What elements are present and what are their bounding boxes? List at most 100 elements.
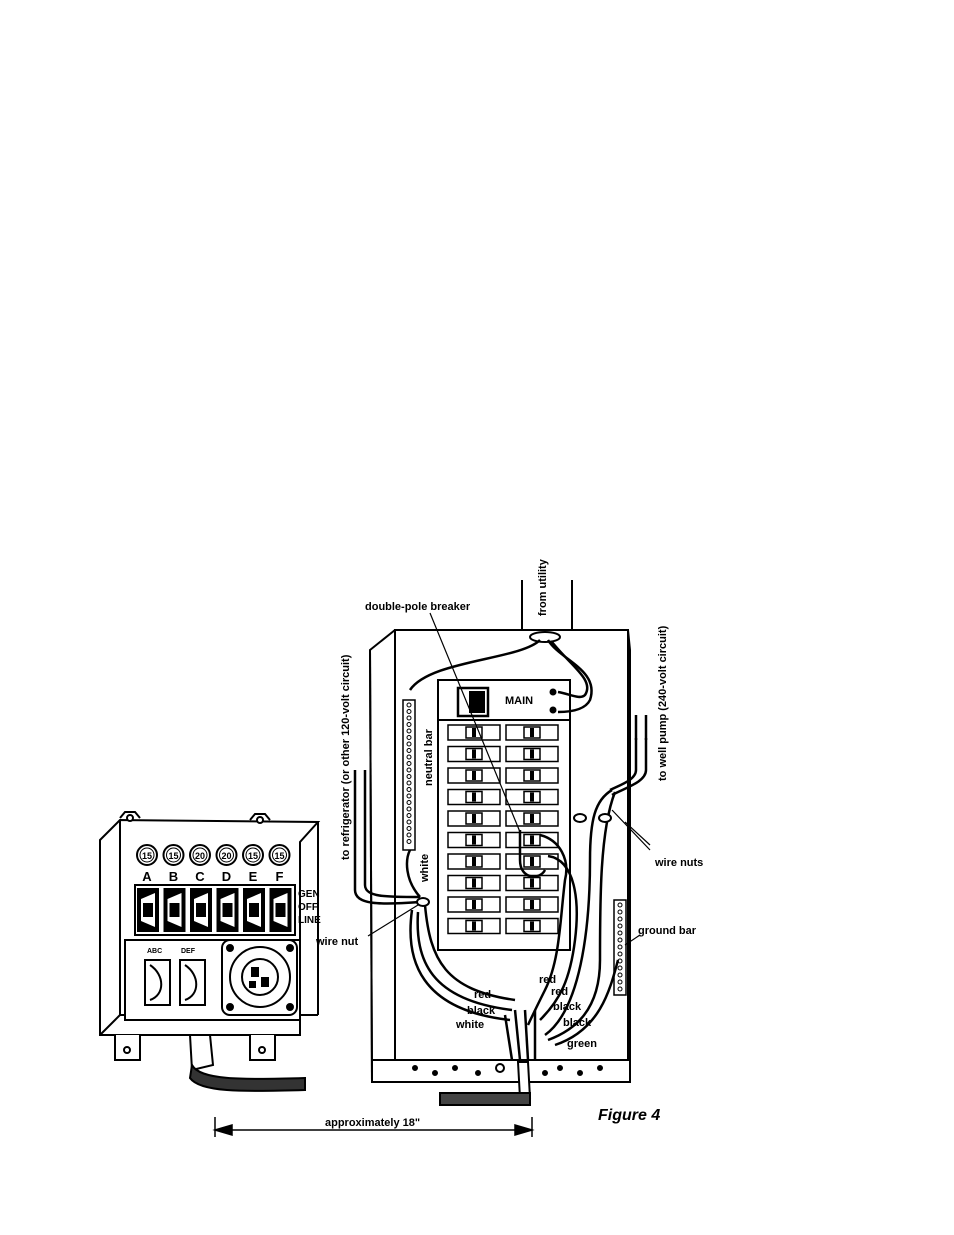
circuit-letter-A: A	[142, 869, 152, 884]
terminal-screw	[406, 735, 412, 740]
terminal-screw	[406, 728, 412, 734]
terminal-screw	[617, 944, 623, 950]
terminal-screw	[406, 819, 412, 825]
breaker-rating-2: 20	[189, 844, 211, 866]
label-wire-nut: wire nut	[315, 936, 359, 948]
terminal-screw	[406, 780, 412, 786]
terminal-screw	[617, 986, 623, 992]
terminal-screw	[406, 767, 412, 773]
terminal-screw	[617, 951, 623, 957]
label-white-bottom: white	[455, 1019, 484, 1031]
breaker-left	[447, 724, 501, 741]
power-inlet-icon	[221, 939, 298, 1016]
label-red-right-2: red	[551, 986, 568, 998]
circuit-letter-C: C	[195, 869, 205, 884]
toggle-switch-D[interactable]	[216, 888, 239, 932]
terminal-screw	[617, 979, 623, 985]
breaker-left	[447, 788, 501, 806]
breaker-right	[505, 874, 559, 892]
utility-conduit	[521, 580, 573, 630]
breaker-rating-3: 20	[215, 844, 238, 866]
main-breaker-label: MAIN	[505, 695, 533, 707]
circuit-letter-B: B	[169, 869, 178, 884]
toggle-switch-A[interactable]	[137, 888, 159, 932]
flex-conduit	[188, 1034, 306, 1092]
terminal-screw	[406, 832, 412, 838]
breaker-rating-4: 15	[242, 844, 264, 866]
position-line: LINE	[298, 915, 321, 926]
terminal-screw	[406, 787, 412, 792]
label-red-right-1: red	[539, 974, 556, 986]
breaker-rating-text: 20	[195, 851, 205, 861]
terminal-screw	[406, 774, 412, 779]
terminal-screw	[406, 839, 412, 844]
breaker-right	[505, 745, 559, 763]
label-black-right-2: black	[563, 1017, 592, 1029]
label-well-pump: to well pump (240-volt circuit)	[657, 625, 669, 781]
label-refrigerator: to refrigerator (or other 120-volt circu…	[340, 654, 352, 860]
terminal-screw	[617, 972, 623, 978]
breaker-left	[447, 810, 501, 827]
position-off: OFF	[298, 902, 318, 913]
knockouts	[412, 1063, 603, 1076]
terminal-screw	[406, 800, 412, 805]
breaker-left	[447, 767, 501, 784]
breaker-right	[505, 896, 559, 913]
terminal-screw	[406, 748, 412, 753]
label-neutral-bar: neutral bar	[423, 728, 435, 786]
terminal-screw	[406, 754, 412, 760]
dimension-label: approximately 18"	[325, 1117, 420, 1129]
terminal-screw	[406, 709, 412, 714]
breaker-rating-5: 15	[268, 844, 291, 866]
breaker-rating-1: 15	[162, 844, 185, 866]
breaker-right	[505, 767, 559, 784]
terminal-screw	[406, 793, 412, 799]
label-wire-nuts: wire nuts	[654, 857, 703, 869]
wire-nut-icons	[416, 813, 612, 907]
breaker-rating-text: 15	[168, 851, 178, 861]
breaker-right	[505, 810, 559, 827]
breaker-left	[447, 874, 501, 892]
breaker-right	[505, 788, 559, 806]
toggle-switch-E[interactable]	[243, 888, 265, 932]
breaker-rating-text: 20	[221, 851, 231, 861]
ground-bar-terminals	[617, 902, 623, 992]
breaker-right	[505, 917, 559, 935]
breaker-right	[505, 724, 559, 741]
label-red-left: red	[474, 989, 491, 1001]
circuit-letter-F: F	[276, 869, 284, 884]
label-white-vertical: white	[419, 854, 431, 883]
terminal-screw	[617, 916, 623, 922]
label-black-left: black	[467, 1005, 496, 1017]
well-pump-conduit	[634, 715, 648, 740]
breaker-rating-text: 15	[274, 851, 284, 861]
breaker-left	[447, 917, 501, 935]
label-double-pole-breaker: double-pole breaker	[365, 601, 471, 613]
label-ground-bar: ground bar	[638, 925, 697, 937]
breaker-rating-text: 15	[248, 851, 258, 861]
meter-label-abc: ABC	[147, 948, 162, 955]
breaker-rating-text: 15	[142, 851, 152, 861]
terminal-screw	[617, 909, 623, 915]
toggle-switch-F[interactable]	[269, 888, 292, 932]
transfer-switches	[137, 888, 292, 932]
label-from-utility: from utility	[537, 558, 549, 616]
terminal-screw	[617, 965, 623, 971]
meter-label-def: DEF	[181, 948, 196, 955]
panel-wiring	[353, 639, 648, 1061]
wattmeters	[144, 959, 206, 1006]
terminal-screw	[406, 715, 412, 721]
label-green: green	[567, 1038, 597, 1050]
terminal-screw	[617, 930, 623, 936]
toggle-switch-B[interactable]	[163, 888, 186, 932]
terminal-screw	[406, 761, 412, 766]
leader-lines	[367, 612, 651, 946]
circuit-letter-E: E	[249, 869, 258, 884]
terminal-screw	[406, 806, 412, 812]
terminal-screw	[617, 937, 623, 943]
toggle-switch-C[interactable]	[190, 888, 212, 932]
terminal-screw	[406, 741, 412, 747]
dimension-line	[212, 1117, 535, 1137]
